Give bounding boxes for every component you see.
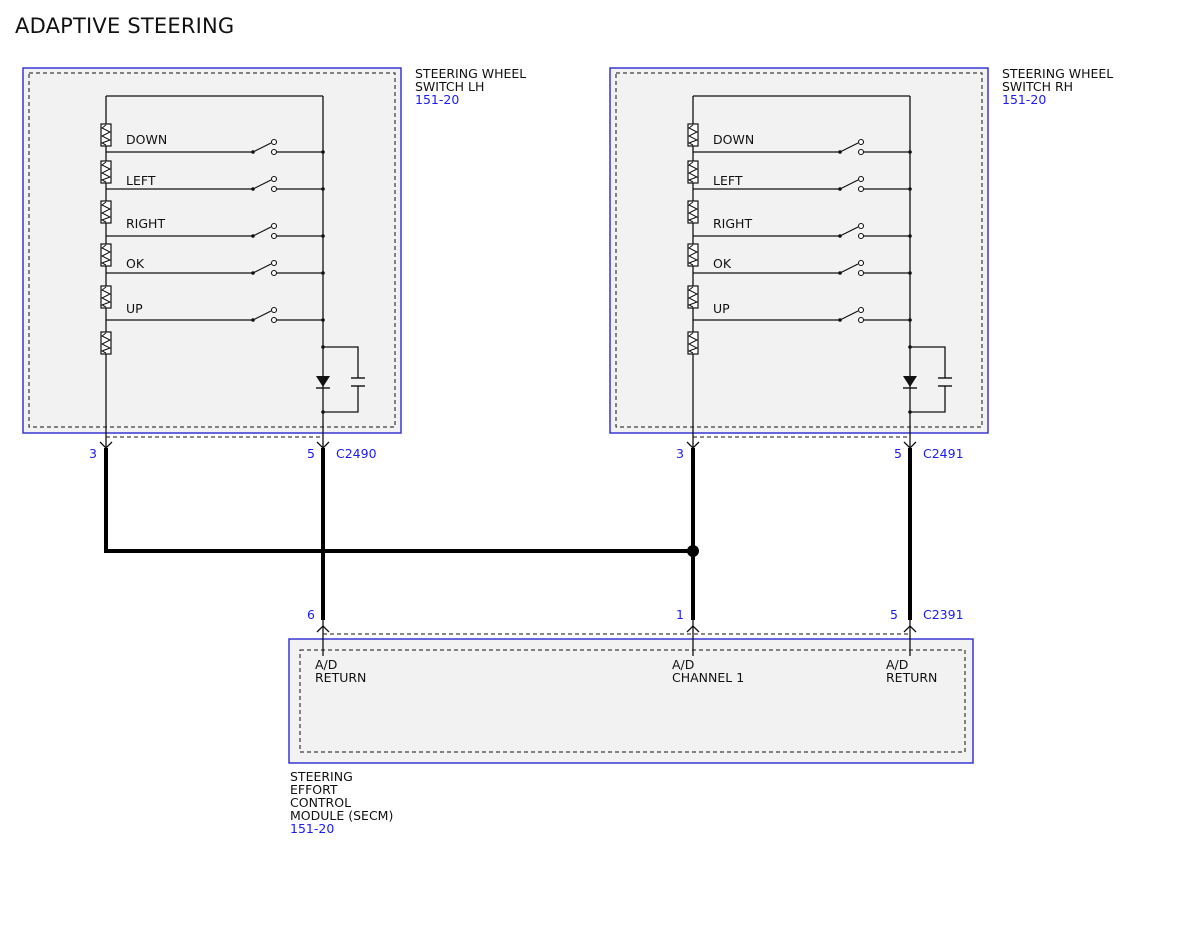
c2491-pin-5: 5 <box>894 446 902 461</box>
switch-lh-button-right: RIGHT <box>106 216 325 240</box>
switch-rh-inner-outline <box>615 72 983 428</box>
secm-name-line2: EFFORT <box>290 782 338 797</box>
switch-lh-name-line2: SWITCH LH <box>415 79 484 94</box>
secm-ref: 151-20 <box>290 821 334 836</box>
resistor-icon <box>100 243 112 267</box>
wire-lh-pin3-to-splice <box>104 448 693 553</box>
resistor-icon <box>687 285 699 309</box>
switch-lh-label-up: UP <box>126 301 143 316</box>
harness-wires <box>104 448 912 620</box>
switch-lh-body <box>22 67 402 434</box>
resistor-icon <box>100 160 112 184</box>
connector-c2490: 3 5 C2490 <box>89 436 377 461</box>
switch-lh-diode-capacitor <box>316 345 365 414</box>
switch-rh-label-up: UP <box>713 301 730 316</box>
switch-rh-label-ok: OK <box>713 256 732 271</box>
secm-pin5-label-line2: RETURN <box>886 670 937 685</box>
c2391-connector-id: C2391 <box>923 607 964 622</box>
c2491-connector-id: C2491 <box>923 446 964 461</box>
switch-lh-name-line1: STEERING WHEEL <box>415 66 526 81</box>
switch-rh-button-right: RIGHT <box>693 216 912 240</box>
secm-pin5-label-line1: A/D <box>886 657 908 672</box>
switch-lh-label-down: DOWN <box>126 132 167 147</box>
switch-rh-body <box>609 67 989 434</box>
steering-effort-control-module: A/D RETURN A/D CHANNEL 1 A/D RETURN STEE… <box>288 620 974 836</box>
steering-wheel-switch-lh: STEERING WHEEL SWITCH LH 151-20 DOWN LEF… <box>22 66 526 448</box>
resistor-icon <box>687 160 699 184</box>
splice-icon <box>687 545 699 557</box>
switch-rh-ref: 151-20 <box>1002 92 1046 107</box>
switch-rh-button-down: DOWN <box>693 132 912 156</box>
switch-lh-button-down: DOWN <box>106 132 325 156</box>
resistor-icon <box>100 200 112 224</box>
switch-lh-label-ok: OK <box>126 256 145 271</box>
switch-rh-diode-capacitor <box>903 345 952 414</box>
switch-lh-button-left: LEFT <box>106 173 325 193</box>
diode-icon <box>903 376 917 387</box>
switch-lh-label-left: LEFT <box>126 173 156 188</box>
switch-rh-button-ok: OK <box>693 256 912 277</box>
c2391-pin-1: 1 <box>676 607 684 622</box>
switch-lh-label-right: RIGHT <box>126 216 165 231</box>
switch-lh-button-up: UP <box>106 301 325 324</box>
c2391-pin-5: 5 <box>890 607 898 622</box>
switch-lh-inner-outline <box>28 72 396 428</box>
c2391-pin-6: 6 <box>307 607 315 622</box>
resistor-icon <box>687 200 699 224</box>
page-title: ADAPTIVE STEERING <box>15 14 235 38</box>
switch-rh-button-up: UP <box>693 301 912 324</box>
secm-name-line4: MODULE (SECM) <box>290 808 393 823</box>
connector-c2391: 6 1 5 C2391 <box>307 607 964 635</box>
switch-rh-name-line2: SWITCH RH <box>1002 79 1073 94</box>
c2490-pin-5: 5 <box>307 446 315 461</box>
secm-pin1-label-line2: CHANNEL 1 <box>672 670 744 685</box>
switch-lh-button-ok: OK <box>106 256 325 277</box>
switch-rh-label-down: DOWN <box>713 132 754 147</box>
steering-wheel-switch-rh: STEERING WHEEL SWITCH RH 151-20 DOWN LEF… <box>609 66 1113 448</box>
resistor-icon <box>687 123 699 147</box>
resistor-icon <box>100 123 112 147</box>
switch-rh-button-left: LEFT <box>693 173 912 193</box>
resistor-icon <box>100 285 112 309</box>
c2490-pin-3: 3 <box>89 446 97 461</box>
switch-rh-label-left: LEFT <box>713 173 743 188</box>
switch-rh-name-line1: STEERING WHEEL <box>1002 66 1113 81</box>
switch-lh-ref: 151-20 <box>415 92 459 107</box>
secm-pin6-label-line2: RETURN <box>315 670 366 685</box>
resistor-icon <box>687 243 699 267</box>
connector-c2491: 3 5 C2491 <box>676 436 964 461</box>
switch-rh-label-right: RIGHT <box>713 216 752 231</box>
diode-icon <box>316 376 330 387</box>
secm-name-line1: STEERING <box>290 769 353 784</box>
c2490-connector-id: C2490 <box>336 446 377 461</box>
secm-name-line3: CONTROL <box>290 795 351 810</box>
resistor-icon <box>100 331 112 355</box>
resistor-icon <box>687 331 699 355</box>
secm-inner-outline <box>299 649 966 753</box>
secm-pin6-label-line1: A/D <box>315 657 337 672</box>
c2491-pin-3: 3 <box>676 446 684 461</box>
secm-pin1-label-line1: A/D <box>672 657 694 672</box>
secm-body <box>288 638 974 764</box>
